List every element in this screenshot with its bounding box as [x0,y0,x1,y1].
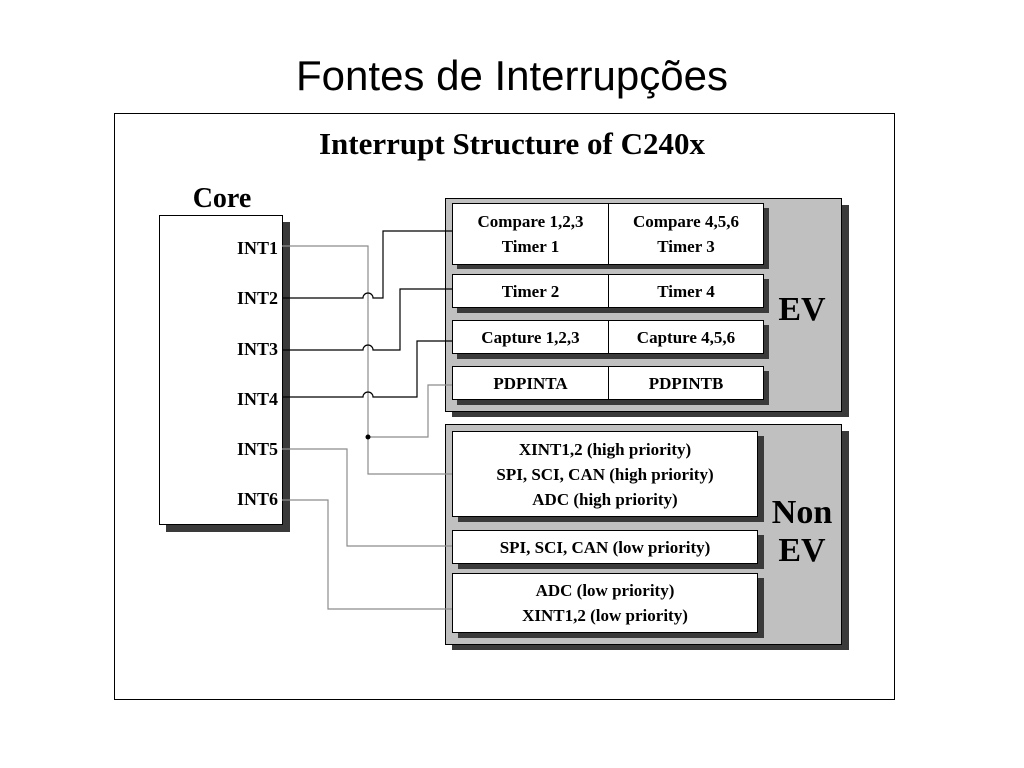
non-ev-cell-spi-sci-can-low: SPI, SCI, CAN (low priority) [452,530,758,564]
ev-cell-capture-4-5-6: Capture 4,5,6 [608,320,764,354]
wire-int3-timer [282,288,452,351]
wire-int4-capture [282,340,452,398]
wire-int2-compare [282,230,452,299]
wire-junction-dot [365,434,371,440]
int6-label: INT6 [236,489,278,509]
ev-cell-timer-4: Timer 4 [608,274,764,308]
ev-cell-compare-1-2-3: Compare 1,2,3 Timer 1 [452,203,609,265]
non-ev-cell-low-priority: ADC (low priority) XINT1,2 (low priority… [452,573,758,633]
int5-label: INT5 [236,439,278,459]
int4-label: INT4 [236,389,278,409]
non-ev-cell-high-priority: XINT1,2 (high priority) SPI, SCI, CAN (h… [452,431,758,517]
wire-int6-adc-low [282,499,452,610]
int2-label: INT2 [236,288,278,308]
non-ev-group-label: Non EV [771,494,833,569]
wire-int5-spi-low [282,448,452,547]
core-box [159,215,283,525]
int3-label: INT3 [236,339,278,359]
ev-cell-pdpintb: PDPINTB [608,366,764,400]
ev-cell-compare-4-5-6: Compare 4,5,6 Timer 3 [608,203,764,265]
ev-cell-timer-2: Timer 2 [452,274,609,308]
ev-group-label: EV [778,291,826,328]
ev-cell-capture-1-2-3: Capture 1,2,3 [452,320,609,354]
int1-label: INT1 [236,238,278,258]
slide-title: Fontes de Interrupções [296,52,728,99]
wire-int1-pdpint [368,384,452,438]
diagram-title: Interrupt Structure of C240x [318,126,706,161]
core-label: Core [192,183,252,214]
ev-cell-pdpinta: PDPINTA [452,366,609,400]
wire-int1-non-ev-high [282,245,452,475]
